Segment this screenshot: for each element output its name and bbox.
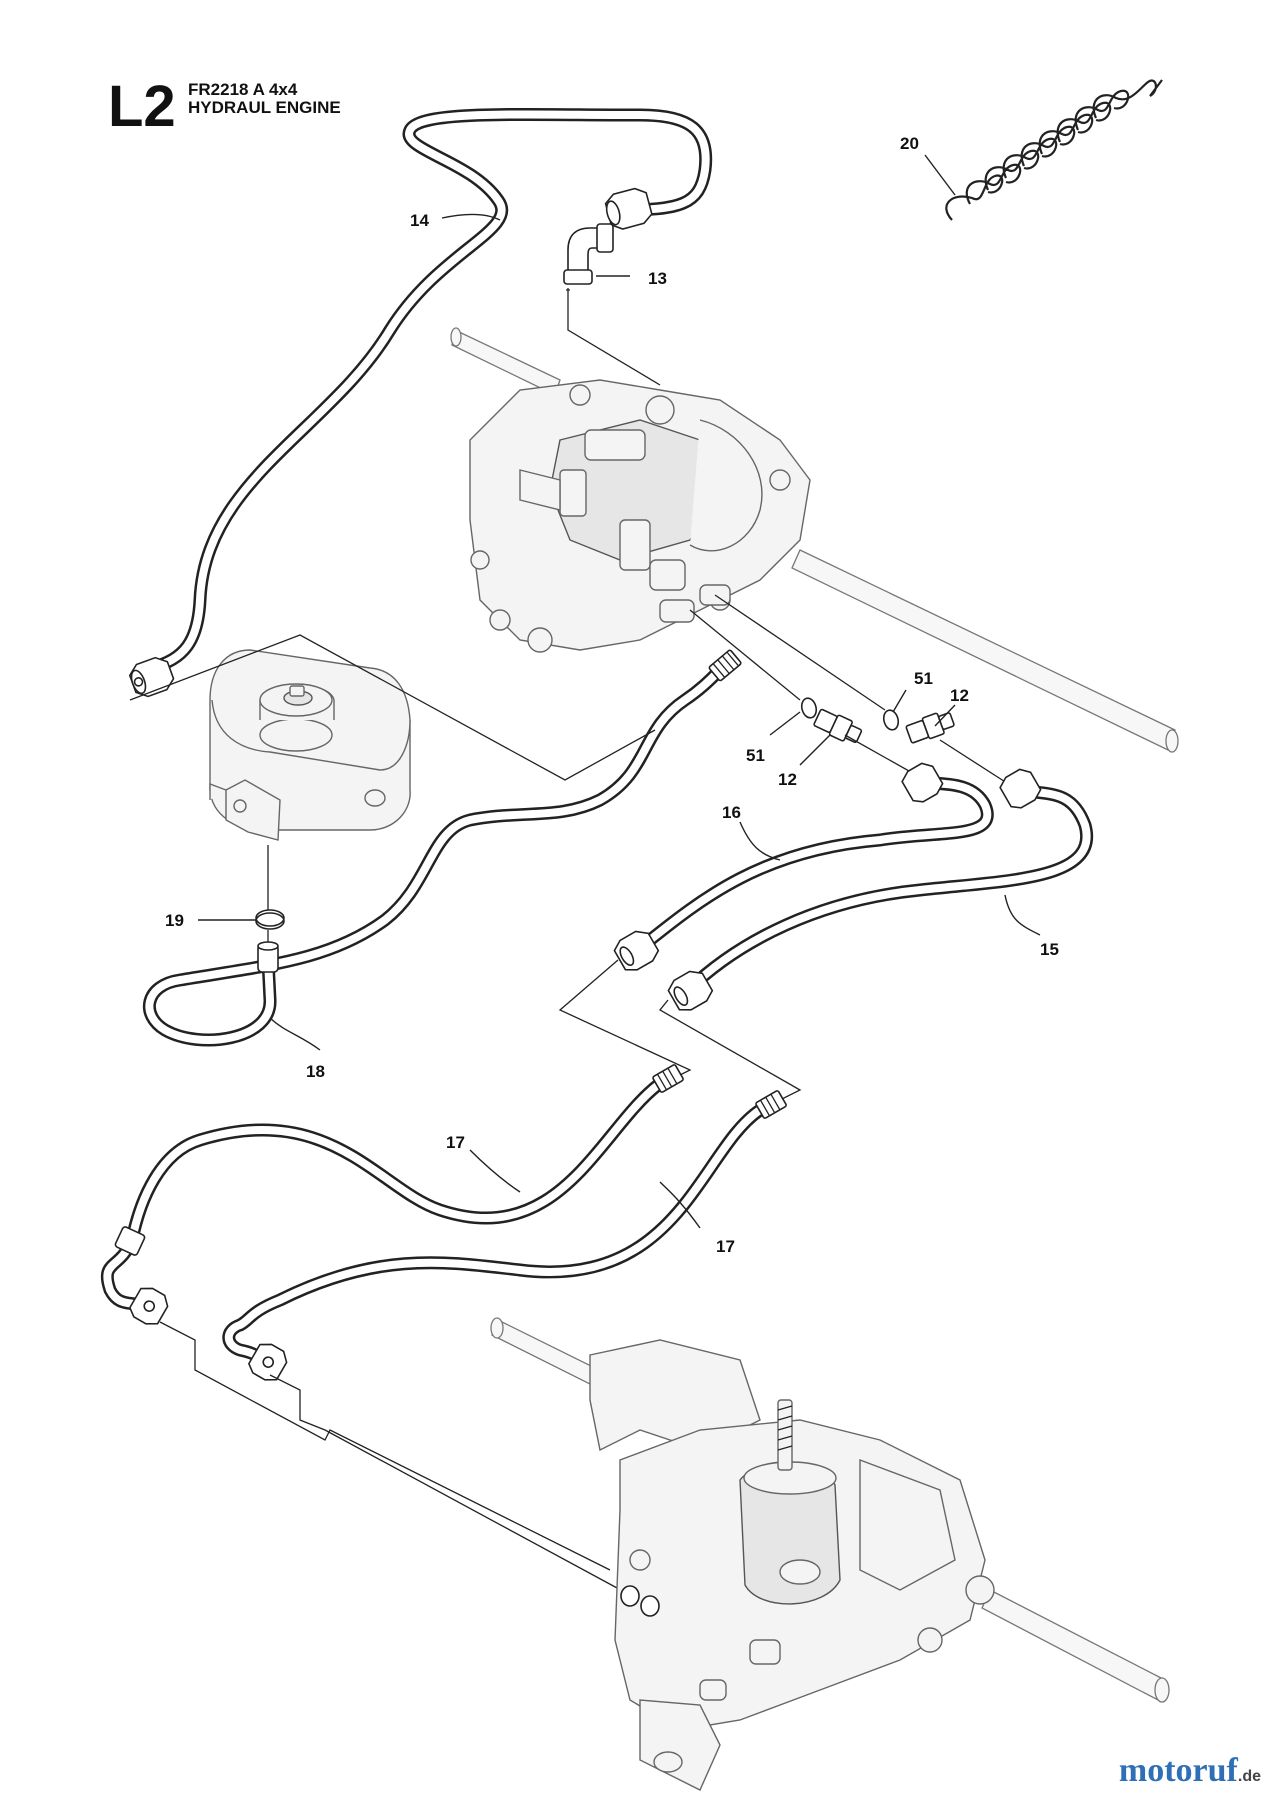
callout-17-upper: 17: [446, 1133, 465, 1152]
elbow-fitting-part-13: [563, 223, 661, 386]
hose-part-17-upper: [100, 1064, 684, 1325]
guide-line-tank: [129, 634, 656, 781]
callout-13: 13: [648, 269, 667, 288]
watermark-domain: .de: [1237, 1768, 1261, 1785]
pipe-part-15: [667, 768, 1094, 1011]
callout-20: 20: [900, 134, 919, 153]
callout-16: 16: [722, 803, 741, 822]
front-transaxle-housing: [450, 327, 1179, 753]
callout-51-right: 51: [914, 669, 933, 688]
watermark-brand: motoruf: [1118, 1752, 1238, 1789]
callout-17-lower: 17: [716, 1237, 735, 1256]
section-code: L2: [108, 74, 176, 139]
adapter-fittings-part-12: [813, 708, 955, 744]
callout-19: 19: [165, 911, 184, 930]
pipe-part-16: [613, 762, 994, 971]
callout-15: 15: [1040, 940, 1059, 959]
model-name: FR2218 A 4x4: [188, 80, 298, 99]
rear-transaxle-housing: [490, 1317, 1170, 1791]
callout-labels: 20 14 13 51 12 51 12 16 19 15 18 17 17: [165, 134, 1059, 1256]
pipe-part-14: [128, 107, 713, 698]
callout-leaders: [198, 154, 1041, 1229]
oil-tank: [209, 649, 411, 841]
hose-part-18: [142, 649, 742, 1047]
diagram-subtitle: HYDRAUL ENGINE: [188, 98, 341, 117]
guide-lines-adapters: [689, 594, 1011, 786]
spring-part-20: [945, 79, 1163, 221]
o-rings-part-51: [800, 697, 900, 731]
callout-12-left: 12: [778, 770, 797, 789]
guide-line-lower-step: [159, 1321, 631, 1596]
hose-clamp-part-19: [255, 845, 285, 945]
callout-12-right: 12: [950, 686, 969, 705]
watermark-logo: motoruf.de: [1119, 1752, 1261, 1790]
callout-18: 18: [306, 1062, 325, 1081]
hose-part-17-lower: [222, 1090, 787, 1381]
callout-51-left: 51: [746, 746, 765, 765]
callout-14: 14: [410, 211, 429, 230]
